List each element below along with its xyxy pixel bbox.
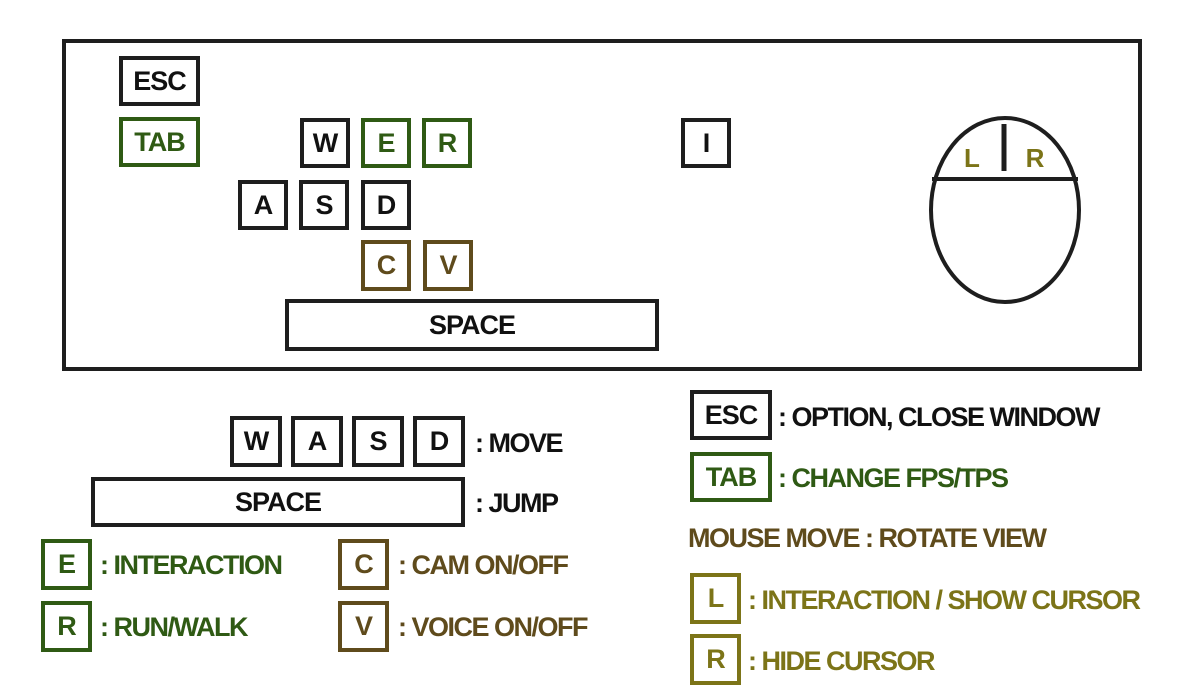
option-close-label: : OPTION, CLOSE WINDOW (778, 402, 1100, 432)
controls-board (62, 39, 1142, 371)
legend-key-r: R (41, 601, 92, 652)
key-e: E (361, 118, 411, 168)
key-tab: TAB (119, 117, 200, 167)
run-walk-label: : RUN/WALK (100, 612, 248, 642)
legend-key-s: S (352, 416, 404, 467)
key-esc: ESC (119, 56, 200, 106)
legend-key-a: A (291, 416, 343, 467)
change-view-label: : CHANGE FPS/TPS (778, 463, 1009, 493)
mouse-body (929, 116, 1081, 304)
move-label: : MOVE (475, 428, 564, 458)
show-cursor-label: : INTERACTION / SHOW CURSOR (748, 585, 1141, 615)
key-c: C (361, 240, 411, 291)
mouse-left-label: L (964, 143, 980, 173)
legend-key-l: L (690, 573, 741, 624)
key-r: R (422, 118, 472, 168)
key-s: S (299, 180, 349, 230)
key-space: SPACE (285, 299, 659, 351)
legend-key-e: E (41, 539, 92, 590)
legend-key-space: SPACE (91, 477, 465, 527)
interaction-label: : INTERACTION (100, 550, 283, 580)
legend-key-r-mouse: R (690, 634, 741, 685)
mouse-icon: L R (929, 116, 1081, 304)
legend-key-d: D (413, 416, 465, 467)
legend-key-esc: ESC (690, 390, 772, 440)
mouse-move-label: MOUSE MOVE : ROTATE VIEW (688, 523, 1047, 553)
key-w: W (300, 118, 350, 168)
key-d: D (361, 180, 411, 230)
legend-key-v: V (338, 601, 389, 652)
key-i: I (681, 118, 731, 168)
key-a: A (238, 180, 288, 230)
jump-label: : JUMP (475, 488, 559, 518)
legend-key-c: C (338, 539, 389, 590)
mouse-right-label: R (1026, 143, 1045, 173)
hide-cursor-label: : HIDE CURSOR (748, 646, 936, 676)
voice-label: : VOICE ON/OFF (398, 612, 589, 642)
legend-key-w: W (230, 416, 282, 467)
key-v: V (423, 240, 473, 291)
legend-key-tab: TAB (690, 452, 772, 502)
cam-label: : CAM ON/OFF (398, 550, 569, 580)
